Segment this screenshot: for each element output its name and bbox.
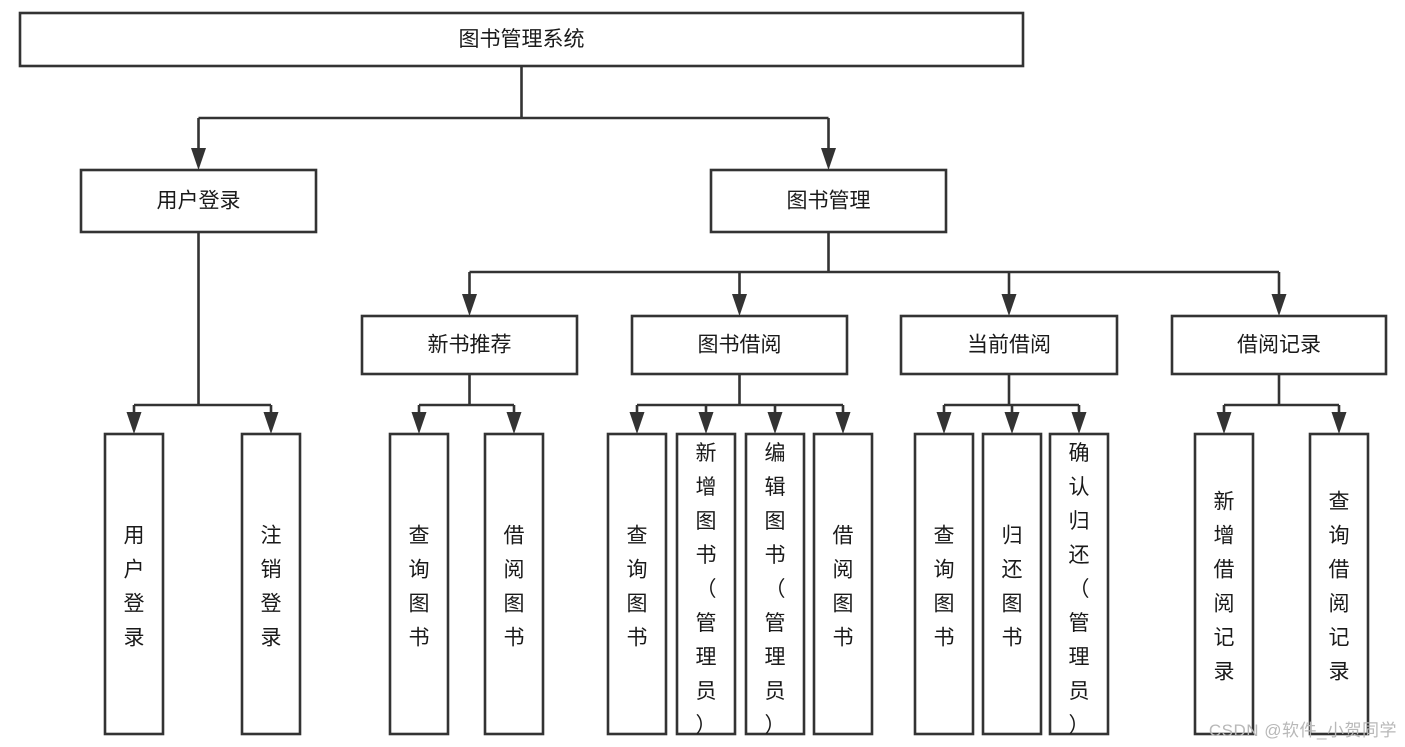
- arrow-head-icon: [263, 412, 279, 434]
- node-borrow-record[interactable]: 借阅记录: [1170, 314, 1388, 376]
- arrow-head-icon: [767, 412, 783, 434]
- node-label: 新书推荐: [428, 334, 512, 357]
- node-user-login[interactable]: 用户登录: [79, 168, 318, 234]
- node-label: 查询借阅记录: [1329, 491, 1350, 684]
- node-box[interactable]: [981, 432, 1043, 736]
- node-current-borrow[interactable]: 当前借阅: [899, 314, 1119, 376]
- nodes-layer: 图书管理系统用户登录图书管理新书推荐图书借阅当前借阅借阅记录用户登录注销登录查询…: [18, 11, 1388, 737]
- node-leaf-borrow-book-1[interactable]: 借阅图书: [483, 432, 545, 736]
- node-leaf-edit-book[interactable]: 编辑图书（管理员）: [744, 432, 806, 737]
- arrow-head-icon: [1001, 294, 1017, 316]
- node-label: 借阅图书: [504, 525, 525, 650]
- arrow-head-icon: [126, 412, 142, 434]
- arrow-head-icon: [411, 412, 427, 434]
- node-box[interactable]: [899, 314, 1119, 376]
- node-box[interactable]: [913, 432, 975, 736]
- node-label: 注销登录: [261, 525, 282, 650]
- arrow-head-icon: [506, 412, 522, 434]
- node-leaf-borrow-book-2[interactable]: 借阅图书: [812, 432, 874, 736]
- node-leaf-query-book-3[interactable]: 查询图书: [913, 432, 975, 736]
- node-box[interactable]: [388, 432, 450, 736]
- node-leaf-user-login[interactable]: 用户登录: [103, 432, 165, 736]
- node-book-manage[interactable]: 图书管理: [709, 168, 948, 234]
- node-box[interactable]: [1308, 432, 1370, 736]
- node-label: 用户登录: [124, 525, 145, 650]
- arrow-head-icon: [191, 148, 206, 170]
- node-label: 用户登录: [157, 190, 241, 213]
- node-box[interactable]: [18, 11, 1025, 68]
- node-box[interactable]: [483, 432, 545, 736]
- arrow-head-icon: [835, 412, 851, 434]
- node-box[interactable]: [103, 432, 165, 736]
- node-leaf-logout-login[interactable]: 注销登录: [240, 432, 302, 736]
- node-box[interactable]: [812, 432, 874, 736]
- node-book-borrow[interactable]: 图书借阅: [630, 314, 849, 376]
- node-box[interactable]: [1170, 314, 1388, 376]
- arrow-head-icon: [1331, 412, 1347, 434]
- node-label: 编辑图书（管理员）: [765, 442, 786, 737]
- node-label: 查询图书: [934, 525, 955, 650]
- node-leaf-query-book-1[interactable]: 查询图书: [388, 432, 450, 736]
- arrow-head-icon: [1004, 412, 1020, 434]
- connectors-layer: [126, 66, 1347, 434]
- node-box[interactable]: [744, 432, 806, 736]
- node-label: 新增借阅记录: [1214, 491, 1235, 684]
- arrow-head-icon: [698, 412, 714, 434]
- arrow-head-icon: [1271, 294, 1287, 316]
- arrow-head-icon: [629, 412, 645, 434]
- node-box[interactable]: [606, 432, 668, 736]
- csdn-watermark: CSDN @软件_小贺同学: [1208, 721, 1397, 740]
- node-label: 当前借阅: [967, 334, 1051, 357]
- node-leaf-add-book[interactable]: 新增图书（管理员）: [675, 432, 737, 737]
- node-label: 确认归还（管理员）: [1069, 442, 1090, 737]
- node-label: 借阅记录: [1237, 334, 1321, 357]
- node-leaf-add-record[interactable]: 新增借阅记录: [1193, 432, 1255, 736]
- node-label: 图书借阅: [698, 334, 782, 357]
- node-box[interactable]: [709, 168, 948, 234]
- node-label: 查询图书: [409, 525, 430, 650]
- node-leaf-query-record[interactable]: 查询借阅记录: [1308, 432, 1370, 736]
- node-box[interactable]: [630, 314, 849, 376]
- arrow-head-icon: [1216, 412, 1232, 434]
- node-box[interactable]: [360, 314, 579, 376]
- arrow-head-icon: [462, 294, 477, 316]
- node-box[interactable]: [240, 432, 302, 736]
- arrow-head-icon: [1071, 412, 1087, 434]
- node-box[interactable]: [1193, 432, 1255, 736]
- node-leaf-query-book-2[interactable]: 查询图书: [606, 432, 668, 736]
- node-label: 图书管理: [787, 190, 871, 213]
- node-box[interactable]: [675, 432, 737, 736]
- node-box[interactable]: [1048, 432, 1110, 736]
- node-root[interactable]: 图书管理系统: [18, 11, 1025, 68]
- node-leaf-return-book[interactable]: 归还图书: [981, 432, 1043, 736]
- node-box[interactable]: [79, 168, 318, 234]
- arrow-head-icon: [732, 294, 747, 316]
- node-label: 新增图书（管理员）: [696, 442, 717, 737]
- node-label: 借阅图书: [833, 525, 854, 650]
- arrow-head-icon: [821, 148, 836, 170]
- node-label: 查询图书: [627, 525, 648, 650]
- node-leaf-confirm-return[interactable]: 确认归还（管理员）: [1048, 432, 1110, 737]
- node-label: 归还图书: [1002, 525, 1023, 650]
- node-label: 图书管理系统: [459, 28, 585, 51]
- node-new-book-recommend[interactable]: 新书推荐: [360, 314, 579, 376]
- arrow-head-icon: [936, 412, 952, 434]
